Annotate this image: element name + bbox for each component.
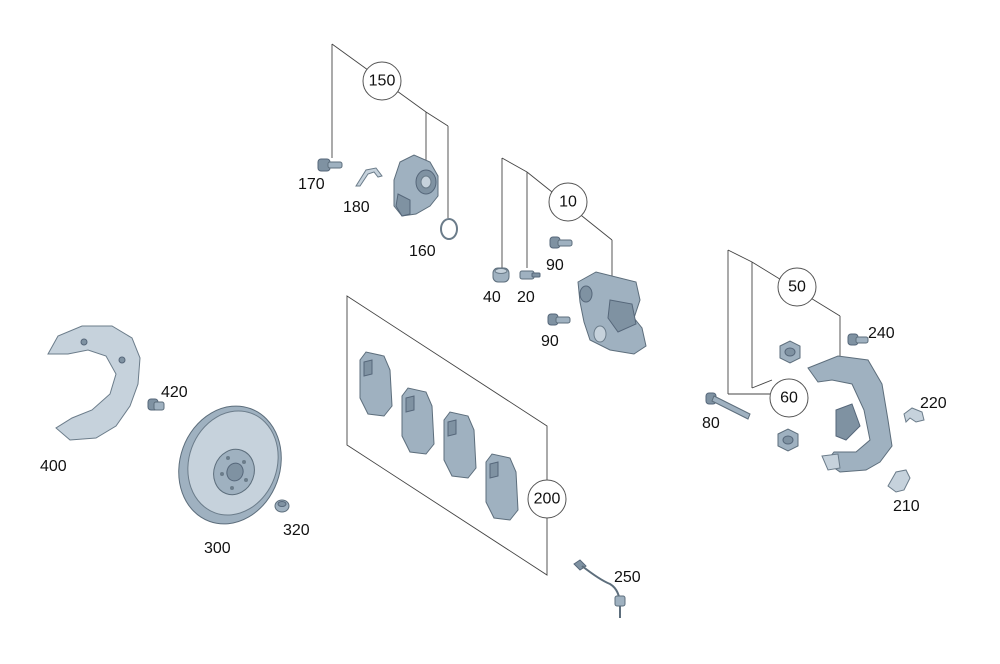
callout-300: 300 xyxy=(204,540,231,557)
brake-pad-3 xyxy=(443,411,477,479)
callout-420: 420 xyxy=(161,384,188,401)
group-200-frame xyxy=(346,295,548,576)
callout-circle-10 xyxy=(548,182,588,222)
callout-20: 20 xyxy=(517,289,535,306)
nut-60-lower xyxy=(777,428,799,452)
callout-210: 210 xyxy=(893,498,920,515)
group-150-leader-lines xyxy=(331,43,449,218)
brake-pad-4 xyxy=(485,453,519,521)
callout-80: 80 xyxy=(702,415,720,432)
clip-180 xyxy=(355,167,383,187)
o-ring-160 xyxy=(440,218,458,240)
brake-pad-1 xyxy=(359,351,393,417)
callout-40: 40 xyxy=(483,289,501,306)
callout-220: 220 xyxy=(920,395,947,412)
bolt-80 xyxy=(705,392,751,420)
callout-90-lower: 90 xyxy=(541,333,559,350)
splash-shield-400 xyxy=(47,325,141,441)
callout-10: 10 xyxy=(559,194,577,211)
actuator-motor-150 xyxy=(393,154,439,217)
bolt-90-lower xyxy=(547,313,571,326)
caliper-carrier-50 xyxy=(807,355,893,473)
wear-sensor-250 xyxy=(573,559,626,618)
bleeder-20 xyxy=(519,270,541,280)
callout-150: 150 xyxy=(369,73,396,90)
bolt-420 xyxy=(147,398,165,411)
callout-200: 200 xyxy=(534,491,561,508)
bolt-90-upper xyxy=(549,236,573,249)
callout-240: 240 xyxy=(868,325,895,342)
callout-250: 250 xyxy=(614,569,641,586)
callout-circle-50 xyxy=(777,267,817,307)
cap-40 xyxy=(492,267,510,283)
callout-160: 160 xyxy=(409,243,436,260)
callout-400: 400 xyxy=(40,458,67,475)
spring-clip-210 xyxy=(887,469,911,493)
callout-90-upper: 90 xyxy=(546,257,564,274)
spring-clip-220 xyxy=(903,407,925,423)
callout-180: 180 xyxy=(343,199,370,216)
callout-170: 170 xyxy=(298,176,325,193)
brake-disc-300 xyxy=(178,405,282,525)
bolt-170 xyxy=(317,158,343,172)
screw-320 xyxy=(274,499,290,513)
callout-circle-150 xyxy=(362,61,402,101)
brake-pad-2 xyxy=(401,387,435,455)
callout-320: 320 xyxy=(283,522,310,539)
bolt-240 xyxy=(847,333,869,346)
callout-circle-200 xyxy=(527,479,567,519)
callout-circle-60 xyxy=(769,378,809,418)
caliper-housing-10 xyxy=(577,271,647,355)
callout-50: 50 xyxy=(788,279,806,296)
callout-60: 60 xyxy=(780,390,798,407)
nut-60-upper xyxy=(779,340,801,364)
